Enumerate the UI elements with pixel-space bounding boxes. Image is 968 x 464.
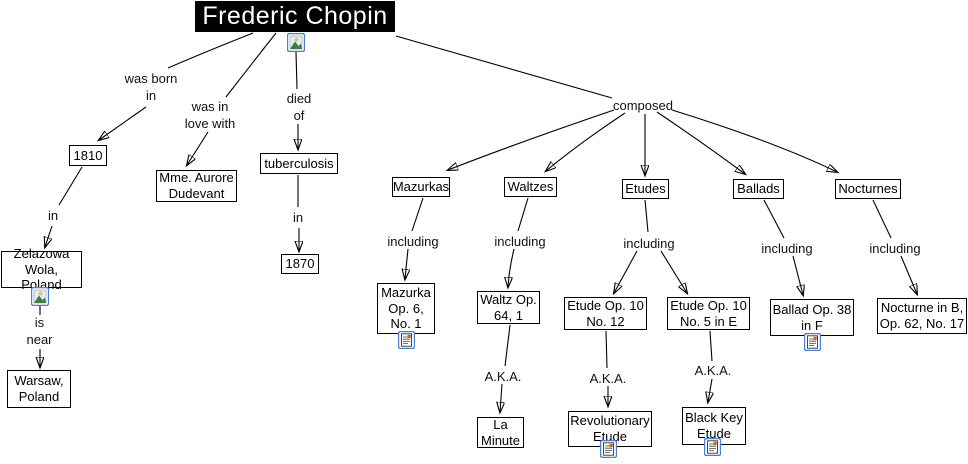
link-is-near[interactable]: is near xyxy=(26,315,53,347)
concept-etude-op10-no5[interactable]: Etude Op. 10 No. 5 in E xyxy=(667,297,750,330)
arrow-to-etude12 xyxy=(614,250,638,293)
line-ballads-incl xyxy=(763,199,785,239)
document-icon[interactable] xyxy=(804,333,821,351)
line-waltzes-incl xyxy=(517,197,529,232)
arrow-to-nocturne62 xyxy=(900,255,917,294)
line-etude5-aka xyxy=(709,330,713,362)
arrow-to-1810 xyxy=(99,106,147,140)
line-etudes-incl xyxy=(644,199,649,233)
link-died-of[interactable]: died of xyxy=(286,91,312,123)
document-icon[interactable] xyxy=(398,331,415,349)
link-aka-etude5[interactable]: A.K.A. xyxy=(694,362,732,378)
arrow-to-zelazowa xyxy=(45,225,53,247)
arrow-to-laminute xyxy=(500,383,502,412)
concept-etude-op10-no12[interactable]: Etude Op. 10 No. 12 xyxy=(564,297,647,330)
link-aka-waltz[interactable]: A.K.A. xyxy=(484,368,522,384)
line-chopin-composed xyxy=(395,35,613,99)
line-chopin-wasborn xyxy=(167,32,254,69)
concept-frederic-chopin[interactable]: Frederic Chopin xyxy=(195,1,395,32)
link-including-nocturnes[interactable]: including xyxy=(869,240,921,256)
concept-birth-year[interactable]: 1810 xyxy=(69,145,107,166)
concept-la-minute[interactable]: La Minute xyxy=(477,417,524,448)
concept-nearby-city[interactable]: Warsaw, Poland xyxy=(7,370,71,408)
arrow-to-etude5 xyxy=(660,250,687,293)
arrow-to-waltzes xyxy=(546,112,626,171)
link-was-in-love-with[interactable]: was in love with xyxy=(184,99,236,131)
link-including-etudes[interactable]: including xyxy=(623,235,675,251)
link-composed[interactable]: composed xyxy=(613,97,673,113)
link-was-born-in[interactable]: was born in xyxy=(124,71,178,103)
arrow-to-mazurkas xyxy=(448,109,615,170)
concept-waltzes[interactable]: Waltzes xyxy=(504,177,557,197)
concept-lover[interactable]: Mme. Aurore Dudevant xyxy=(156,170,237,202)
link-in-death[interactable]: in xyxy=(292,209,304,225)
picture-icon[interactable] xyxy=(287,33,305,52)
line-waltz-aka xyxy=(504,324,511,367)
concept-ballads[interactable]: Ballads xyxy=(733,179,784,199)
concept-disease[interactable]: tuberculosis xyxy=(260,153,338,174)
document-icon[interactable] xyxy=(704,438,721,456)
line-1810-in xyxy=(58,166,83,206)
concept-nocturne-op62[interactable]: Nocturne in B, Op. 62, No. 17 xyxy=(877,298,967,334)
link-including-ballads[interactable]: including xyxy=(761,240,813,256)
link-including-mazurkas[interactable]: including xyxy=(387,233,439,249)
concept-waltz-op64-1[interactable]: Waltz Op. 64, 1 xyxy=(477,291,540,324)
link-including-waltzes[interactable]: including xyxy=(494,233,546,249)
document-icon[interactable] xyxy=(600,440,617,458)
line-mazurkas-incl xyxy=(411,197,424,232)
link-in-birth[interactable]: in xyxy=(47,207,59,223)
line-etude12-aka xyxy=(605,330,608,369)
line-icon-diedof xyxy=(295,51,298,90)
concept-mazurkas[interactable]: Mazurkas xyxy=(392,177,450,197)
arrow-to-dudevant xyxy=(187,131,209,165)
concept-mazurka-op6-no1[interactable]: Mazurka Op. 6, No. 1 xyxy=(377,283,435,334)
arrow-to-blackkey xyxy=(708,378,712,402)
arrow-to-ballads xyxy=(656,111,745,174)
concept-death-year[interactable]: 1870 xyxy=(281,254,319,274)
arrow-to-ballad38 xyxy=(792,255,803,295)
arrow-to-mazurka-op6 xyxy=(405,248,408,279)
concept-ballad-op38[interactable]: Ballad Op. 38 in F xyxy=(770,299,854,336)
link-aka-etude12[interactable]: A.K.A. xyxy=(589,370,627,386)
arrow-to-waltz-op64 xyxy=(508,248,515,287)
concept-nocturnes[interactable]: Nocturnes xyxy=(835,179,901,199)
line-chopin-lovewith xyxy=(225,32,277,98)
picture-icon[interactable] xyxy=(31,287,49,306)
concept-birthplace[interactable]: Zelazowa Wola, Poland xyxy=(1,246,82,292)
arrow-to-nocturnes xyxy=(671,109,837,172)
concept-etudes[interactable]: Etudes xyxy=(622,179,669,199)
line-nocturnes-incl xyxy=(872,199,892,239)
